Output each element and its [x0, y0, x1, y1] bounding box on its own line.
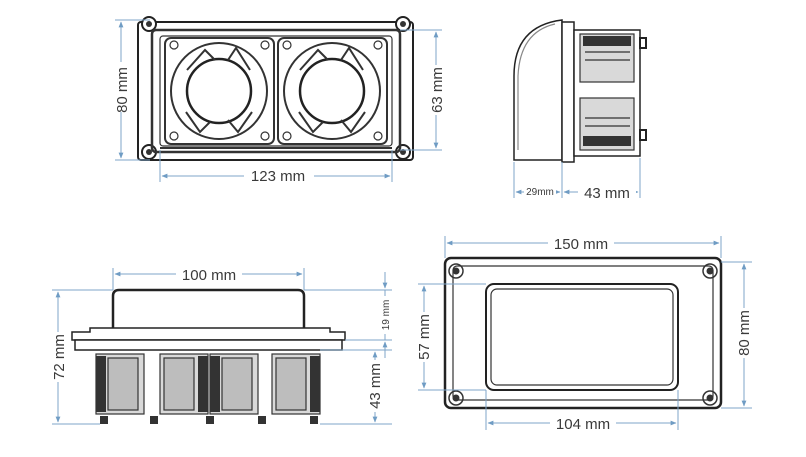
module-2	[159, 353, 209, 415]
dim-43mm-front: 43 mm	[320, 349, 392, 425]
dim-label-63mm: 63 mm	[429, 67, 446, 113]
dim-label-57mm: 57 mm	[416, 314, 433, 360]
dim-label-100mm: 100 mm	[182, 267, 236, 284]
dim-29mm: 29mm	[513, 162, 563, 198]
front-view	[71, 288, 346, 424]
dim-label-43mm-front: 43 mm	[367, 363, 384, 409]
dim-label-123mm: 123 mm	[251, 168, 305, 185]
dim-label-150mm: 150 mm	[554, 236, 608, 253]
dim-label-80mm-left: 80 mm	[114, 67, 131, 113]
fan-left	[164, 37, 275, 145]
dim-label-104mm: 104 mm	[556, 416, 610, 433]
dim-150mm: 150 mm	[444, 234, 722, 258]
dim-72mm: 72 mm	[47, 289, 113, 425]
dim-104mm: 104 mm	[485, 390, 679, 433]
dim-19mm: 19 mm	[304, 272, 392, 358]
back-view	[443, 256, 723, 410]
module-4	[271, 353, 321, 415]
fan-right	[277, 37, 388, 145]
dim-63mm: 63 mm	[400, 29, 448, 151]
dim-label-19mm: 19 mm	[381, 300, 392, 331]
dim-label-29mm: 29mm	[526, 187, 554, 198]
module-1	[95, 353, 145, 415]
dim-label-43mm-side: 43 mm	[584, 185, 630, 202]
dim-57mm: 57 mm	[413, 283, 486, 391]
dim-100mm: 100 mm	[112, 265, 305, 290]
module-3	[209, 353, 259, 415]
dim-80mm-right: 80 mm	[721, 261, 755, 409]
dim-label-80mm-right: 80 mm	[736, 310, 753, 356]
dim-80mm-left: 80 mm	[110, 19, 150, 161]
side-view	[513, 19, 647, 163]
dim-123mm: 123 mm	[159, 150, 393, 185]
dim-43mm-side: 43 mm	[563, 158, 641, 202]
top-view-fans	[137, 16, 414, 161]
dim-label-72mm: 72 mm	[51, 334, 68, 380]
